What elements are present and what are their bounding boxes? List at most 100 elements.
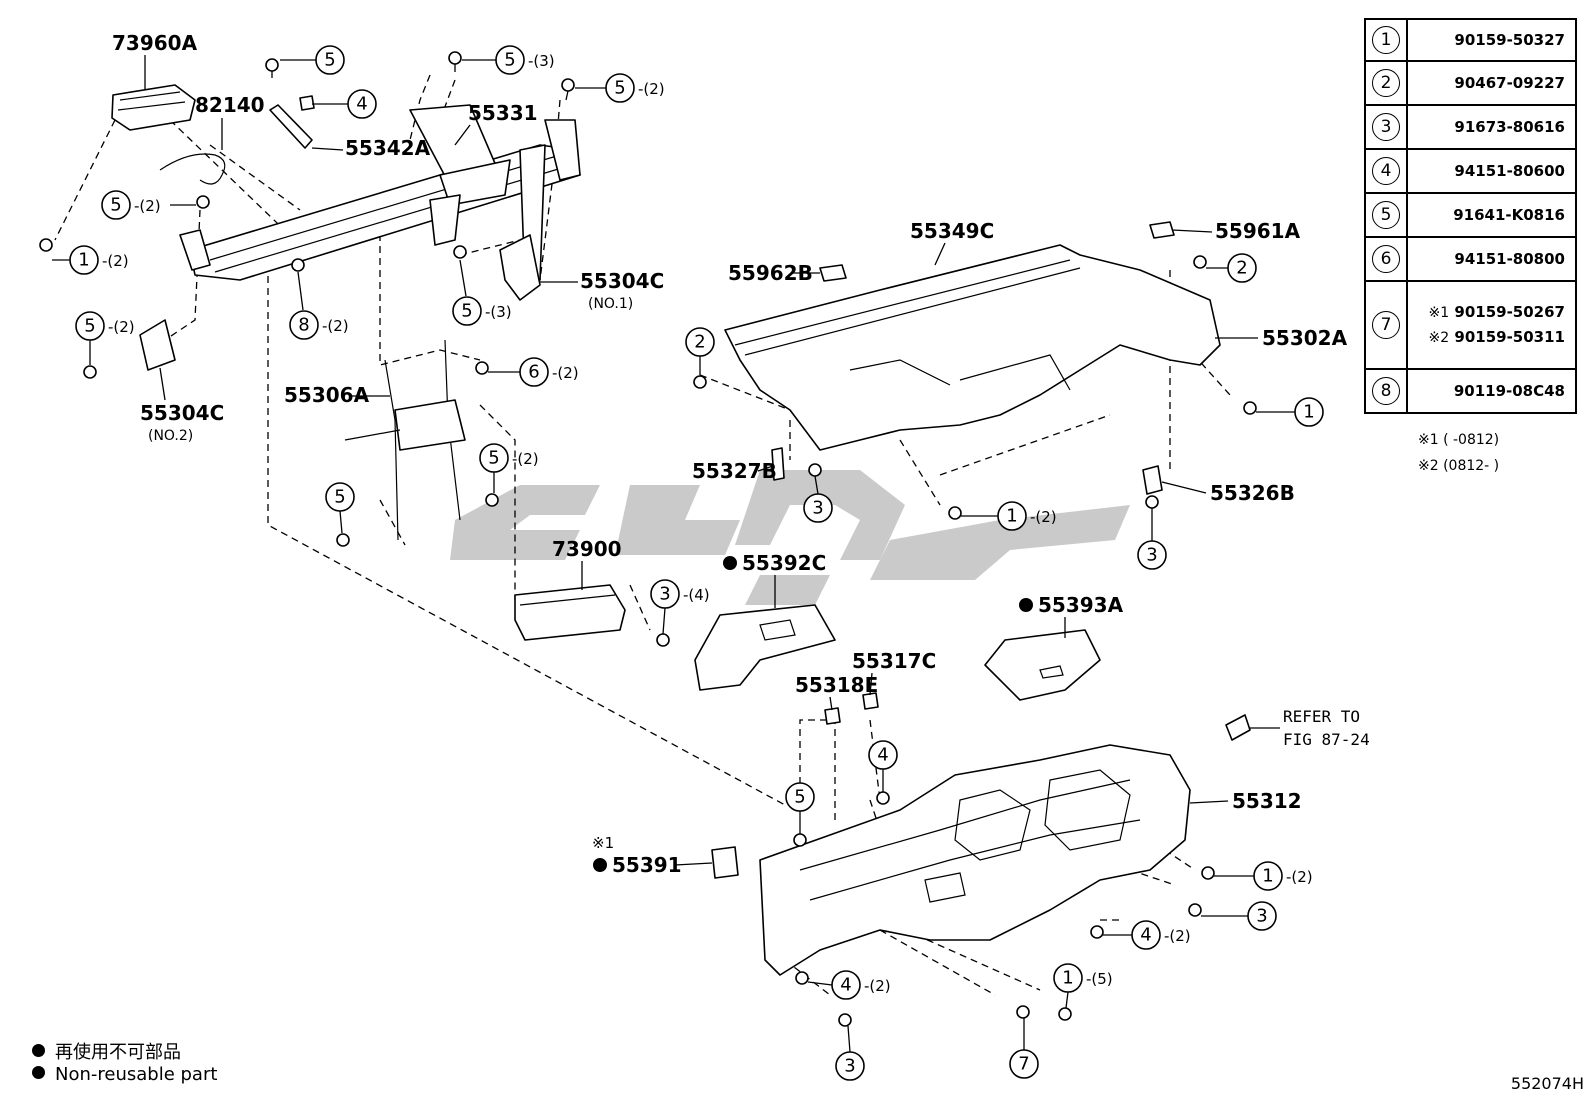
svg-text:5: 5 bbox=[461, 301, 472, 322]
svg-text:5: 5 bbox=[110, 195, 121, 216]
callout-3-lower-right: 3 bbox=[1201, 901, 1277, 931]
table-part-number: 91641-K0816 bbox=[1406, 192, 1577, 238]
label-73900: 73900 bbox=[552, 537, 622, 561]
callout-1-right: 1 bbox=[1256, 397, 1324, 427]
svg-text:5: 5 bbox=[84, 316, 95, 337]
svg-text:-(3): -(3) bbox=[485, 303, 512, 321]
callout-5-qty3-mid: 5 -(3) bbox=[452, 259, 512, 326]
svg-text:-(2): -(2) bbox=[638, 80, 665, 98]
svg-text:-(2): -(2) bbox=[864, 977, 891, 995]
panel-55312-drawing bbox=[759, 744, 1191, 976]
label-55342A: 55342A bbox=[345, 136, 431, 160]
svg-text:-(5): -(5) bbox=[1086, 970, 1113, 988]
table-index-circle: 5 bbox=[1372, 201, 1400, 229]
bullet-dot-icon bbox=[32, 1044, 45, 1057]
pad-55391-drawing bbox=[711, 846, 739, 879]
table-part-number: 94151-80800 bbox=[1406, 236, 1577, 282]
label-55327B: 55327B bbox=[692, 459, 777, 483]
table-part-number: 90119-08C48 bbox=[1406, 368, 1577, 414]
svg-text:-(2): -(2) bbox=[102, 252, 129, 270]
svg-text:-(3): -(3) bbox=[528, 52, 555, 70]
fastener-table: 1 90159-50327 2 90467-09227 3 91673-8061… bbox=[1364, 18, 1577, 414]
table-index-circle: 3 bbox=[1372, 113, 1400, 141]
callout-2-upper-right: 2 bbox=[1206, 253, 1257, 283]
callout-1-qty5: 1 -(5) bbox=[1053, 963, 1113, 1009]
label-55304C-no1: 55304C bbox=[580, 269, 664, 293]
note-1: ※1 ( -0812) bbox=[1418, 432, 1500, 448]
part-drawings bbox=[39, 51, 1257, 1027]
table-part-number: 90467-09227 bbox=[1406, 60, 1577, 106]
clip-55962B-drawing bbox=[819, 264, 847, 282]
table-index-circle: 6 bbox=[1372, 245, 1400, 273]
bracket-55326B-drawing bbox=[1142, 465, 1163, 495]
bolt-icons bbox=[39, 51, 1257, 1027]
table-index-circle: 7 bbox=[1372, 311, 1400, 339]
svg-text:5: 5 bbox=[334, 487, 345, 508]
callout-3-bottom: 3 bbox=[835, 1025, 865, 1081]
svg-text:8: 8 bbox=[298, 315, 309, 336]
svg-text:1: 1 bbox=[1006, 506, 1017, 527]
reinforcement-55331-drawing bbox=[189, 104, 581, 286]
label-55306A: 55306A bbox=[284, 383, 370, 407]
table-row: 3 91673-80616 bbox=[1364, 104, 1577, 150]
svg-text:-(2): -(2) bbox=[108, 318, 135, 336]
svg-text:-(2): -(2) bbox=[512, 450, 539, 468]
refer-text-line1: REFER TO bbox=[1283, 707, 1360, 726]
non-reusable-dot bbox=[723, 556, 737, 570]
table-index-circle: 1 bbox=[1372, 26, 1400, 54]
box-73900-drawing bbox=[514, 584, 626, 641]
svg-text:-(4): -(4) bbox=[683, 586, 710, 604]
label-55391: 55391 bbox=[612, 853, 682, 877]
svg-text:3: 3 bbox=[1146, 545, 1157, 566]
table-part-number: 90159-50327 bbox=[1406, 18, 1577, 62]
svg-text:-(2): -(2) bbox=[134, 197, 161, 215]
label-55391-note: ※1 bbox=[592, 834, 614, 852]
label-55349C: 55349C bbox=[910, 219, 994, 243]
table-part-number: 94151-80600 bbox=[1406, 148, 1577, 194]
svg-text:5: 5 bbox=[488, 448, 499, 469]
svg-text:5: 5 bbox=[794, 787, 805, 808]
label-55318E: 55318E bbox=[795, 673, 878, 697]
table-row: 7 ※1 90159-50267 ※2 90159-50311 bbox=[1364, 280, 1577, 370]
label-55317C: 55317C bbox=[852, 649, 936, 673]
callout-1-qty2-lower-right: 1 -(2) bbox=[1214, 861, 1313, 891]
svg-text:4: 4 bbox=[356, 94, 367, 115]
svg-text:-(2): -(2) bbox=[1286, 868, 1313, 886]
refer-text-line2: FIG 87-24 bbox=[1283, 730, 1370, 749]
callout-5-qty2-mid: 5 -(2) bbox=[479, 443, 539, 493]
callout-7-bottom: 7 bbox=[1009, 1018, 1039, 1079]
table-row: 8 90119-08C48 bbox=[1364, 368, 1577, 414]
bracket-55304C-no1-drawing bbox=[499, 234, 541, 301]
svg-text:4: 4 bbox=[1140, 925, 1151, 946]
refer-part-drawing bbox=[1225, 714, 1251, 741]
label-55304C-no2: 55304C bbox=[140, 401, 224, 425]
bracket-left-drawing bbox=[179, 229, 211, 271]
callout-3-qty4: 3 -(4) bbox=[650, 579, 710, 635]
svg-text:2: 2 bbox=[1236, 258, 1247, 279]
label-55961A: 55961A bbox=[1215, 219, 1301, 243]
svg-text:3: 3 bbox=[659, 584, 670, 605]
legend-jp: 再使用不可部品 bbox=[32, 1038, 181, 1064]
non-reusable-dot bbox=[593, 858, 607, 872]
callout-3-55326B: 3 bbox=[1137, 508, 1167, 570]
callout-5-qty3-top: 5 -(3) bbox=[462, 45, 555, 75]
svg-text:1: 1 bbox=[1262, 866, 1273, 887]
callout-1-qty2-left: 1 -(2) bbox=[52, 245, 129, 275]
table-row: 1 90159-50327 bbox=[1364, 18, 1577, 62]
table-part-number: 90159-50267 bbox=[1454, 303, 1565, 321]
callout-4-qty2-bottom: 4 -(2) bbox=[807, 970, 891, 1000]
table-index-circle: 2 bbox=[1372, 69, 1400, 97]
callout-3-55327B: 3 bbox=[803, 475, 833, 523]
bracket-55304C-no2-drawing bbox=[139, 319, 176, 371]
table-part-number: 90159-50311 bbox=[1454, 328, 1565, 346]
label-55304C-no1-sub: (NO.1) bbox=[588, 296, 633, 312]
svg-text:1: 1 bbox=[1303, 402, 1314, 423]
wire-82140-drawing bbox=[159, 153, 226, 185]
svg-text:4: 4 bbox=[877, 745, 888, 766]
callout-8-qty2: 8 -(2) bbox=[289, 271, 349, 340]
callout-6-qty2: 6 -(2) bbox=[488, 357, 579, 387]
table-index-circle: 8 bbox=[1372, 377, 1400, 405]
clip-55318E-drawing bbox=[824, 707, 841, 725]
svg-text:3: 3 bbox=[1256, 906, 1267, 927]
callout-5-qty2-lower-left: 5 -(2) bbox=[75, 311, 135, 365]
